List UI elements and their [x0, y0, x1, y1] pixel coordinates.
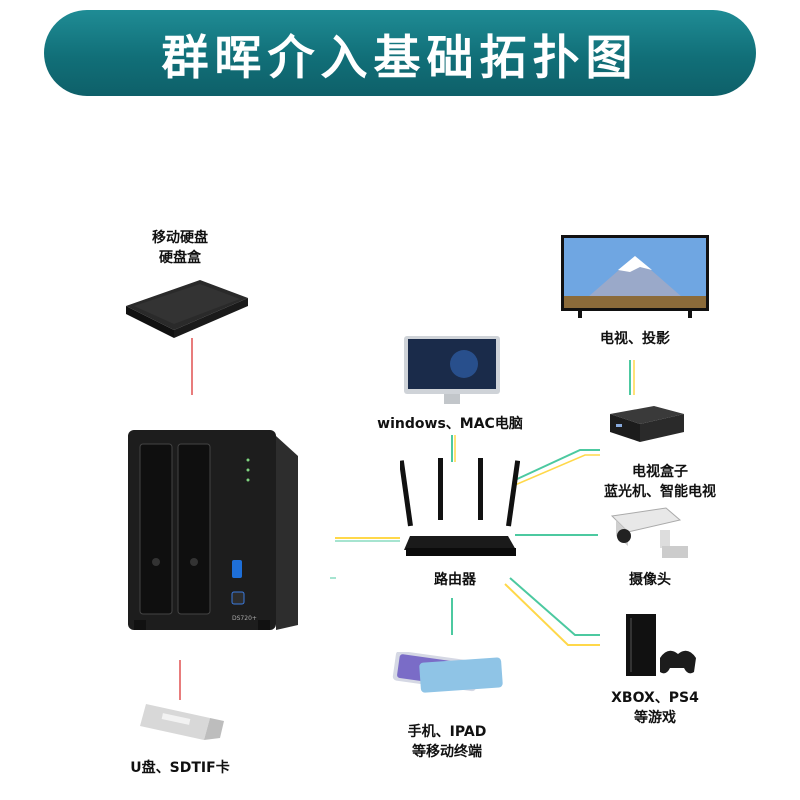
- tv-label: 电视、投影: [600, 331, 670, 347]
- console-label: XBOX、PS4 等游戏: [590, 688, 720, 728]
- usb-stick-icon: [140, 704, 224, 740]
- nas-device-icon: DS720+: [128, 430, 298, 630]
- computer-icon: [404, 336, 500, 404]
- hdd-label-line2: 硬盘盒: [159, 250, 201, 266]
- link-router-tvbox-a: [514, 449, 600, 481]
- console-label-line2: 等游戏: [634, 710, 676, 726]
- title-banner: 群晖介入基础拓扑图: [44, 10, 756, 96]
- usb-label: U盘、SDTIF卡: [130, 760, 230, 776]
- page-title: 群晖介入基础拓扑图: [161, 30, 639, 86]
- nas-model-label: DS720+: [232, 615, 257, 622]
- tv-icon: [561, 235, 709, 318]
- phone-label-line2: 等移动终端: [412, 744, 482, 760]
- link-router-tvbox-b: [514, 454, 600, 486]
- computer-label: windows、MAC电脑: [377, 416, 523, 432]
- camera-label: 摄像头: [629, 572, 671, 588]
- portable-hdd-icon: [126, 280, 248, 338]
- router-icon: [400, 458, 520, 556]
- tvbox-icon: [610, 406, 684, 442]
- link-router-console-a: [509, 577, 600, 636]
- phone-label-line1: 手机、IPAD: [407, 724, 487, 740]
- tvbox-label: 电视盒子 蓝光机、智能电视: [580, 462, 740, 502]
- hdd-label: 移动硬盘 硬盘盒: [120, 228, 240, 268]
- tvbox-label-line2: 蓝光机、智能电视: [604, 484, 716, 500]
- phone-icon: [392, 652, 503, 693]
- hdd-label-line1: 移动硬盘: [152, 230, 208, 246]
- camera-icon: [610, 507, 688, 558]
- link-router-console-b: [504, 583, 600, 646]
- tvbox-label-line1: 电视盒子: [632, 464, 688, 480]
- router-label: 路由器: [434, 572, 476, 588]
- console-icon: [626, 614, 696, 676]
- console-label-line1: XBOX、PS4: [611, 690, 699, 706]
- phone-label: 手机、IPAD 等移动终端: [372, 722, 522, 762]
